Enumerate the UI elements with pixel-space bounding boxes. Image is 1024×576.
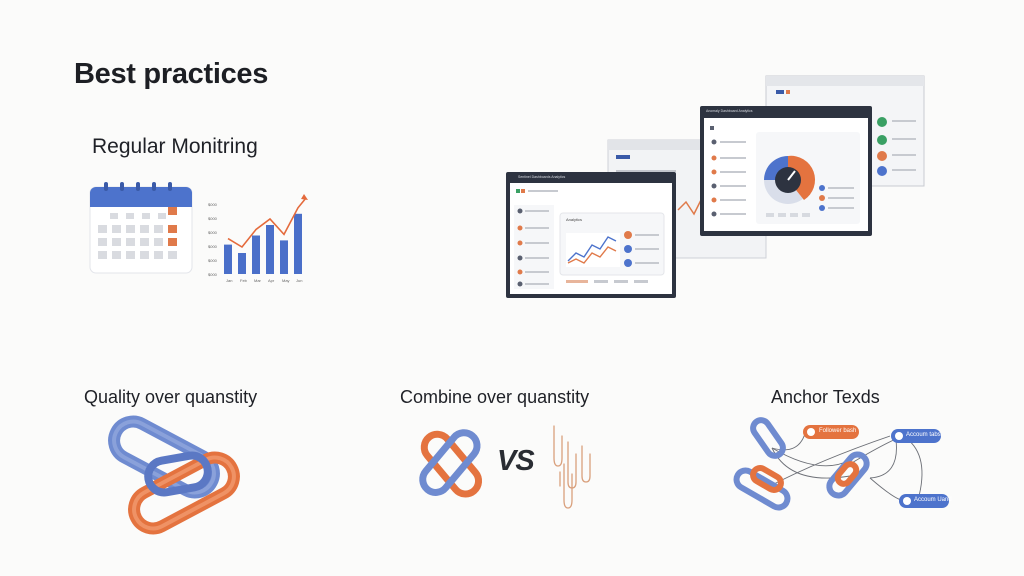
svg-text:Jan: Jan xyxy=(226,278,232,283)
window-title: Anomaly Dashboard Analytics xyxy=(706,109,753,113)
svg-text:May: May xyxy=(282,278,290,283)
chart-tick-label: $000 xyxy=(208,230,218,235)
gauge-icon xyxy=(764,155,816,204)
chart-trend-line xyxy=(227,197,307,249)
anchor-tag-label: Accoum Uand xyxy=(914,497,952,503)
svg-text:Mar: Mar xyxy=(254,278,262,283)
anchor-tag-blue-top[interactable]: Accoum tabs xyxy=(891,429,941,443)
tag-dot-icon xyxy=(903,497,911,505)
chart-bar xyxy=(266,225,274,274)
svg-text:Jun: Jun xyxy=(296,278,302,283)
section-heading-quality: Quality over quanstity xyxy=(84,387,258,407)
chart-tick-label: $000 xyxy=(208,202,218,207)
window-content xyxy=(510,183,672,294)
window-content xyxy=(704,118,868,231)
paperclip-icon xyxy=(553,425,591,509)
chart-tick-label: $000 xyxy=(208,216,218,221)
tag-dot-icon xyxy=(807,428,815,436)
svg-text:Apr: Apr xyxy=(268,278,275,283)
chain-link-icon xyxy=(419,429,483,498)
chart-tick-label: $000 xyxy=(208,244,218,249)
chart-tick-label: $000 xyxy=(208,258,218,263)
svg-text:Feb: Feb xyxy=(240,278,248,283)
section-heading-regular-monitoring: Regular Monitring xyxy=(92,135,258,158)
chart-bar xyxy=(252,235,260,274)
section-heading-anchor: Anchor Texds xyxy=(771,387,880,407)
bar-chart-icon: $000 $000 $000 $000 $000 $000 Jan Feb Mar Apr Ma… xyxy=(208,194,308,283)
anchor-tag-blue-bottom[interactable]: Accoum Uand xyxy=(899,494,952,508)
anchor-tag-label: Follower bash xyxy=(819,428,857,434)
chart-bar xyxy=(294,213,302,274)
chain-link-icon xyxy=(108,415,240,535)
window-title: Sentinel Dashboards Analytics xyxy=(518,175,566,179)
chart-tick-label: $000 xyxy=(208,272,218,277)
anchor-tag-orange[interactable]: Follower bash xyxy=(803,425,859,439)
page-title: Best practices xyxy=(74,58,269,90)
section-heading-combine: Combine over quanstity xyxy=(400,387,590,407)
chart-bar xyxy=(224,244,232,274)
anchor-tag-label: Accoum tabs xyxy=(906,432,941,438)
chart-bar xyxy=(238,253,246,274)
vs-label: VS xyxy=(497,445,535,477)
tag-dot-icon xyxy=(895,432,903,440)
dashboard-window-analytics: Sentinel Dashboards Analytics Analyti xyxy=(506,172,676,298)
anchor-network-diagram xyxy=(733,417,923,511)
calendar-icon xyxy=(89,182,193,274)
chart-bar xyxy=(280,240,288,274)
panel-heading: Analytics xyxy=(566,217,583,222)
dashboard-window-gauge: Anomaly Dashboard Analytics xyxy=(700,106,872,236)
